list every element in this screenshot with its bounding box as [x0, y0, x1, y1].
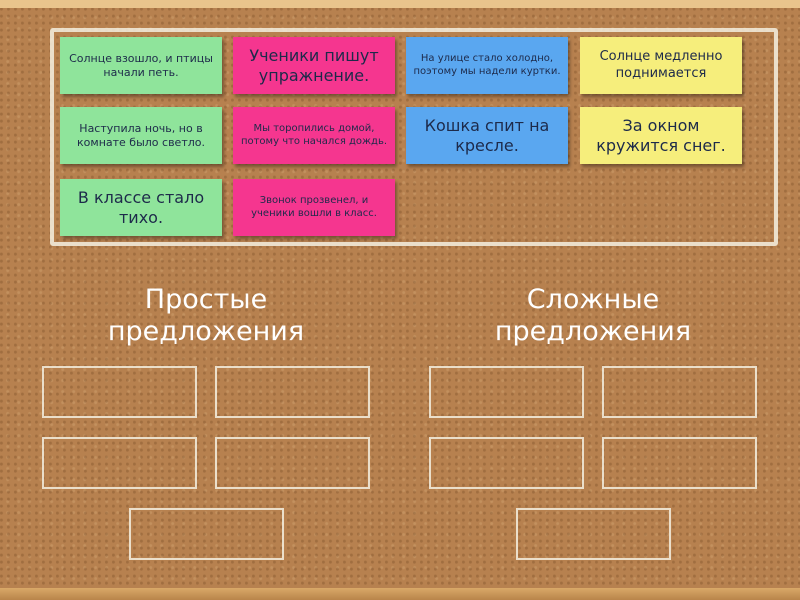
drop-zone-complex[interactable] [602, 437, 757, 489]
card[interactable]: Солнце взошло, и птицы начали петь. [60, 37, 222, 94]
drop-zone-simple[interactable] [215, 437, 370, 489]
card[interactable]: Звонок прозвенел, и ученики вошли в клас… [233, 179, 395, 236]
drop-zone-simple[interactable] [215, 366, 370, 418]
board-frame-bottom [0, 588, 800, 600]
card[interactable]: Кошка спит на кресле. [406, 107, 568, 164]
card[interactable]: Ученики пишут упражнение. [233, 37, 395, 94]
cards-panel [50, 28, 778, 246]
drop-zone-complex[interactable] [602, 366, 757, 418]
card[interactable]: Мы торопились домой, потому что начался … [233, 107, 395, 164]
board-frame-top [0, 0, 800, 8]
group-title-complex: Сложные предложения [494, 284, 692, 348]
drop-zone-complex[interactable] [516, 508, 671, 560]
group-title-simple: Простые предложения [107, 284, 305, 348]
card[interactable]: В классе стало тихо. [60, 179, 222, 236]
card[interactable]: За окном кружится снег. [580, 107, 742, 164]
drop-zone-simple[interactable] [42, 366, 197, 418]
drop-zone-complex[interactable] [429, 366, 584, 418]
drop-zone-simple[interactable] [129, 508, 284, 560]
card[interactable]: Наступила ночь, но в комнате было светло… [60, 107, 222, 164]
card[interactable]: На улице стало холодно, поэтому мы надел… [406, 37, 568, 94]
drop-zone-simple[interactable] [42, 437, 197, 489]
card[interactable]: Солнце медленно поднимается [580, 37, 742, 94]
drop-zone-complex[interactable] [429, 437, 584, 489]
